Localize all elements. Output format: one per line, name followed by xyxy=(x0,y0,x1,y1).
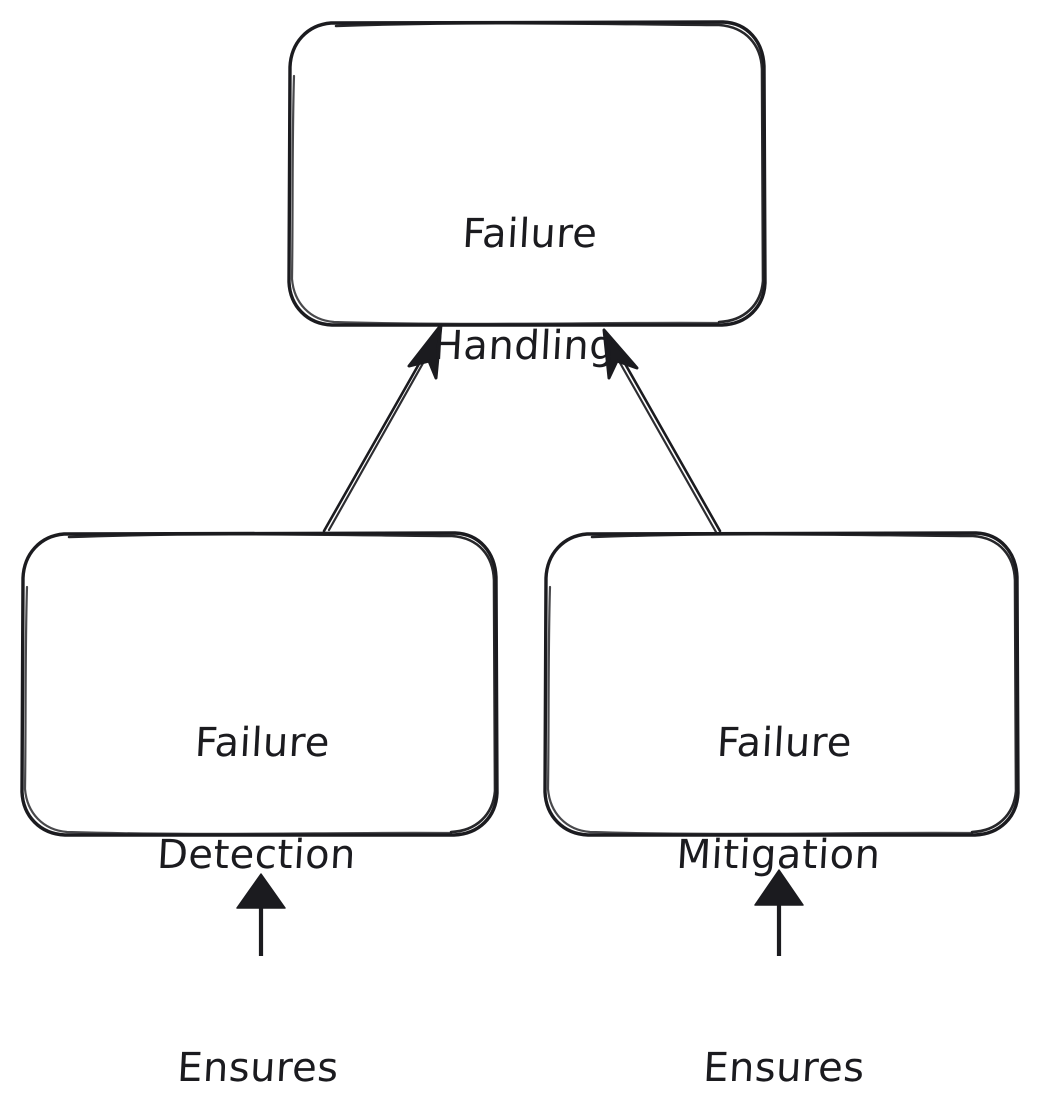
arrowhead-icon xyxy=(236,873,286,909)
node-failure-detection[interactable] xyxy=(22,533,497,835)
node-shape-failure-handling[interactable] xyxy=(287,20,767,327)
arrowhead-icon xyxy=(602,328,639,380)
arrowhead-icon xyxy=(754,869,804,906)
node-shape-failure-mitigation[interactable] xyxy=(543,531,1020,837)
edge-safety-to-detection[interactable] xyxy=(236,873,286,956)
edge-mitigation-to-handling[interactable] xyxy=(602,328,722,534)
edge-liveness-to-mitigation[interactable] xyxy=(754,869,804,956)
node-failure-handling[interactable] xyxy=(289,22,765,325)
node-shape-failure-detection[interactable] xyxy=(20,531,499,837)
arrowhead-icon xyxy=(407,323,443,380)
node-failure-mitigation[interactable] xyxy=(545,533,1018,835)
edge-detection-to-handling[interactable] xyxy=(322,323,443,533)
